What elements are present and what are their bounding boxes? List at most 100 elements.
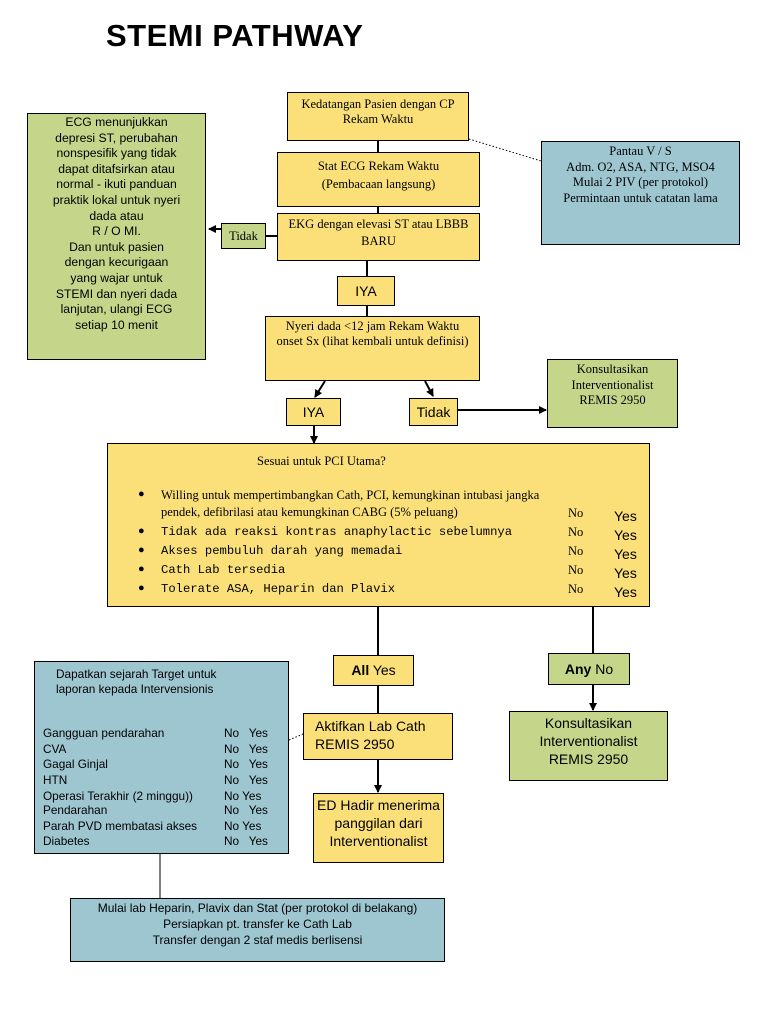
left-note-line-13: lanjutan, ulangi ECG xyxy=(60,302,173,317)
pci-no-3: No xyxy=(568,544,584,558)
monitor-line-1: Pantau V / S xyxy=(609,144,672,158)
left-note-line-8: R / O MI. xyxy=(92,224,141,239)
tidak-label-2: Tidak xyxy=(409,398,458,426)
history-row-8-label: Diabetes xyxy=(43,834,90,848)
iya-label-1: IYA xyxy=(337,276,395,306)
ekg-elevation-box: EKG dengan elevasi ST atau LBBB BARU xyxy=(277,213,480,261)
pci-bullet-4-dot: ● xyxy=(138,563,145,575)
consult-top-line-2: Interventionalist xyxy=(571,377,654,392)
pci-yes-4: Yes xyxy=(614,565,637,581)
left-note-line-3: nonspesifik yang tidak xyxy=(56,146,177,161)
bottom-line-3: Transfer dengan 2 staf medis berlisensi xyxy=(152,933,363,947)
dotted-link-history xyxy=(288,733,304,741)
bottom-line-2: Persiapkan pt. transfer ke Cath Lab xyxy=(163,917,352,931)
left-note-line-11: yang wajar untuk xyxy=(70,270,163,285)
left-note-line-14: setiap 10 menit xyxy=(75,317,158,332)
pci-heading: Sesuai untuk PCI Utama? xyxy=(257,454,386,468)
pci-no-2: No xyxy=(568,525,584,539)
any-no-label: Any No xyxy=(548,653,630,685)
history-row-1-opts: No Yes xyxy=(224,726,268,740)
pci-no-1: No xyxy=(568,506,584,520)
consult-top-line-1: Konsultasikan xyxy=(576,362,649,376)
monitor-line-3: Mulai 2 PIV (per protokol) xyxy=(572,175,709,189)
all-yes-strong: All xyxy=(351,662,370,678)
pci-yes-5: Yes xyxy=(614,584,637,600)
pci-yes-1: Yes xyxy=(614,508,637,524)
chest-pain-line-2: onset Sx (lihat kembali untuk definisi) xyxy=(276,334,469,348)
pci-bullet-3: Akses pembuluh darah yang memadai xyxy=(161,544,403,558)
history-row-2-opts: No Yes xyxy=(224,742,268,756)
activate-cath-lab-box: Aktifkan Lab Cath REMIS 2950 xyxy=(303,713,453,760)
left-note-line-9: Dan untuk pasien xyxy=(69,239,164,254)
pci-bullet-5: Tolerate ASA, Heparin dan Plavix xyxy=(161,582,396,596)
history-row-3-opts: No Yes xyxy=(224,757,268,771)
history-row-7-opts: No Yes xyxy=(224,819,262,833)
all-yes-rest: Yes xyxy=(369,662,396,678)
left-note-line-5: normal - ikuti panduan xyxy=(56,177,177,192)
history-row-3-label: Gagal Ginjal xyxy=(43,757,108,771)
arrival-line-1: Kedatangan Pasien dengan CP xyxy=(301,97,455,111)
pci-bullet-2-dot: ● xyxy=(138,525,145,537)
history-box: Dapatkan sejarah Target untuk laporan ke… xyxy=(34,661,289,854)
history-row-4-label: HTN xyxy=(43,773,68,787)
pci-bullet-1-line-2: pendek, defibrilasi atau kemungkinan CAB… xyxy=(161,505,458,519)
ekg-elevation-line-1: EKG dengan elevasi ST atau LBBB xyxy=(288,217,469,231)
consult-right-box: Konsultasikan Interventionalist REMIS 29… xyxy=(509,711,668,781)
monitor-line-2: Adm. O2, ASA, NTG, MSO4 xyxy=(566,159,715,174)
arrival-box: Kedatangan Pasien dengan CP Rekam Waktu xyxy=(287,92,469,141)
any-no-strong: Any xyxy=(564,661,592,677)
bottom-line-1: Mulai lab Heparin, Plavix dan Stat (per … xyxy=(97,901,418,915)
ed-line-2: panggilan dari xyxy=(334,815,423,831)
chest-pain-line-1: Nyeri dada <12 jam Rekam Waktu xyxy=(285,319,460,333)
pci-suitability-box: Sesuai untuk PCI Utama? ● Willing untuk … xyxy=(107,443,650,607)
pci-bullet-1-dot: ● xyxy=(138,488,145,500)
chest-pain-box: Nyeri dada <12 jam Rekam Waktu onset Sx … xyxy=(265,316,480,381)
consult-top-line-3: REMIS 2950 xyxy=(579,393,646,407)
bottom-instructions-box: Mulai lab Heparin, Plavix dan Stat (per … xyxy=(70,898,445,962)
left-note-line-2: depresi ST, perubahan xyxy=(55,130,178,145)
left-note-line-7: dada atau xyxy=(89,208,144,223)
stat-ecg-box: Stat ECG Rekam Waktu (Pembacaan langsung… xyxy=(277,152,480,207)
arrow-to-iya-2 xyxy=(314,380,326,398)
stat-ecg-line-2: (Pembacaan langsung) xyxy=(321,177,436,191)
consult-right-line-3: REMIS 2950 xyxy=(548,751,629,767)
history-row-5-label: Operasi Terakhir (2 minggu)) xyxy=(43,789,193,803)
consult-top-box: Konsultasikan Interventionalist REMIS 29… xyxy=(547,359,678,428)
ed-line-3: Interventionalist xyxy=(329,833,428,849)
pci-bullet-4: Cath Lab tersedia xyxy=(161,563,286,577)
pci-yes-2: Yes xyxy=(614,527,637,543)
ed-line-1: ED Hadir menerima xyxy=(317,797,440,813)
arrow-to-tidak-2 xyxy=(424,380,434,397)
ed-box: ED Hadir menerima panggilan dari Interve… xyxy=(313,793,444,863)
any-no-rest: No xyxy=(591,661,614,677)
left-note-line-12: STEMI dan nyeri dada xyxy=(55,286,178,301)
pci-no-4: No xyxy=(568,563,584,577)
history-row-6-opts: No Yes xyxy=(224,803,268,817)
monitor-box: Pantau V / S Adm. O2, ASA, NTG, MSO4 Mul… xyxy=(541,141,740,245)
left-note-line-6: praktik lokal untuk nyeri xyxy=(52,192,181,207)
tidak-label-1: Tidak xyxy=(221,223,266,249)
history-heading-line-1: Dapatkan sejarah Target untuk xyxy=(56,667,217,681)
history-row-4-opts: No Yes xyxy=(224,773,268,787)
all-yes-label: All Yes xyxy=(333,655,414,686)
history-row-5-opts: No Yes xyxy=(224,789,262,803)
left-note-line-4: dapat ditafsirkan atau xyxy=(58,161,175,176)
pci-bullet-3-dot: ● xyxy=(138,544,145,556)
iya-label-2: IYA xyxy=(286,398,341,426)
consult-right-line-2: Interventionalist xyxy=(539,733,638,749)
left-note-line-10: dengan kecurigaan xyxy=(64,255,169,270)
ekg-elevation-line-2: BARU xyxy=(361,234,396,248)
left-note-line-1: ECG menunjukkan xyxy=(65,115,168,129)
history-row-1-label: Gangguan pendarahan xyxy=(43,726,165,740)
consult-right-line-1: Konsultasikan xyxy=(544,715,633,731)
history-row-8-opts: No Yes xyxy=(224,834,268,848)
pci-yes-3: Yes xyxy=(614,546,637,562)
pci-no-5: No xyxy=(568,582,584,596)
pci-bullet-5-dot: ● xyxy=(138,582,145,594)
history-heading-line-2: laporan kepada Intervensionis xyxy=(56,682,214,696)
monitor-line-4: Permintaan untuk catatan lama xyxy=(563,190,718,205)
history-row-2-label: CVA xyxy=(43,742,67,756)
activate-line-1: Aktifkan Lab Cath xyxy=(315,718,426,734)
left-note-box: ECG menunjukkan depresi ST, perubahan no… xyxy=(27,113,206,360)
